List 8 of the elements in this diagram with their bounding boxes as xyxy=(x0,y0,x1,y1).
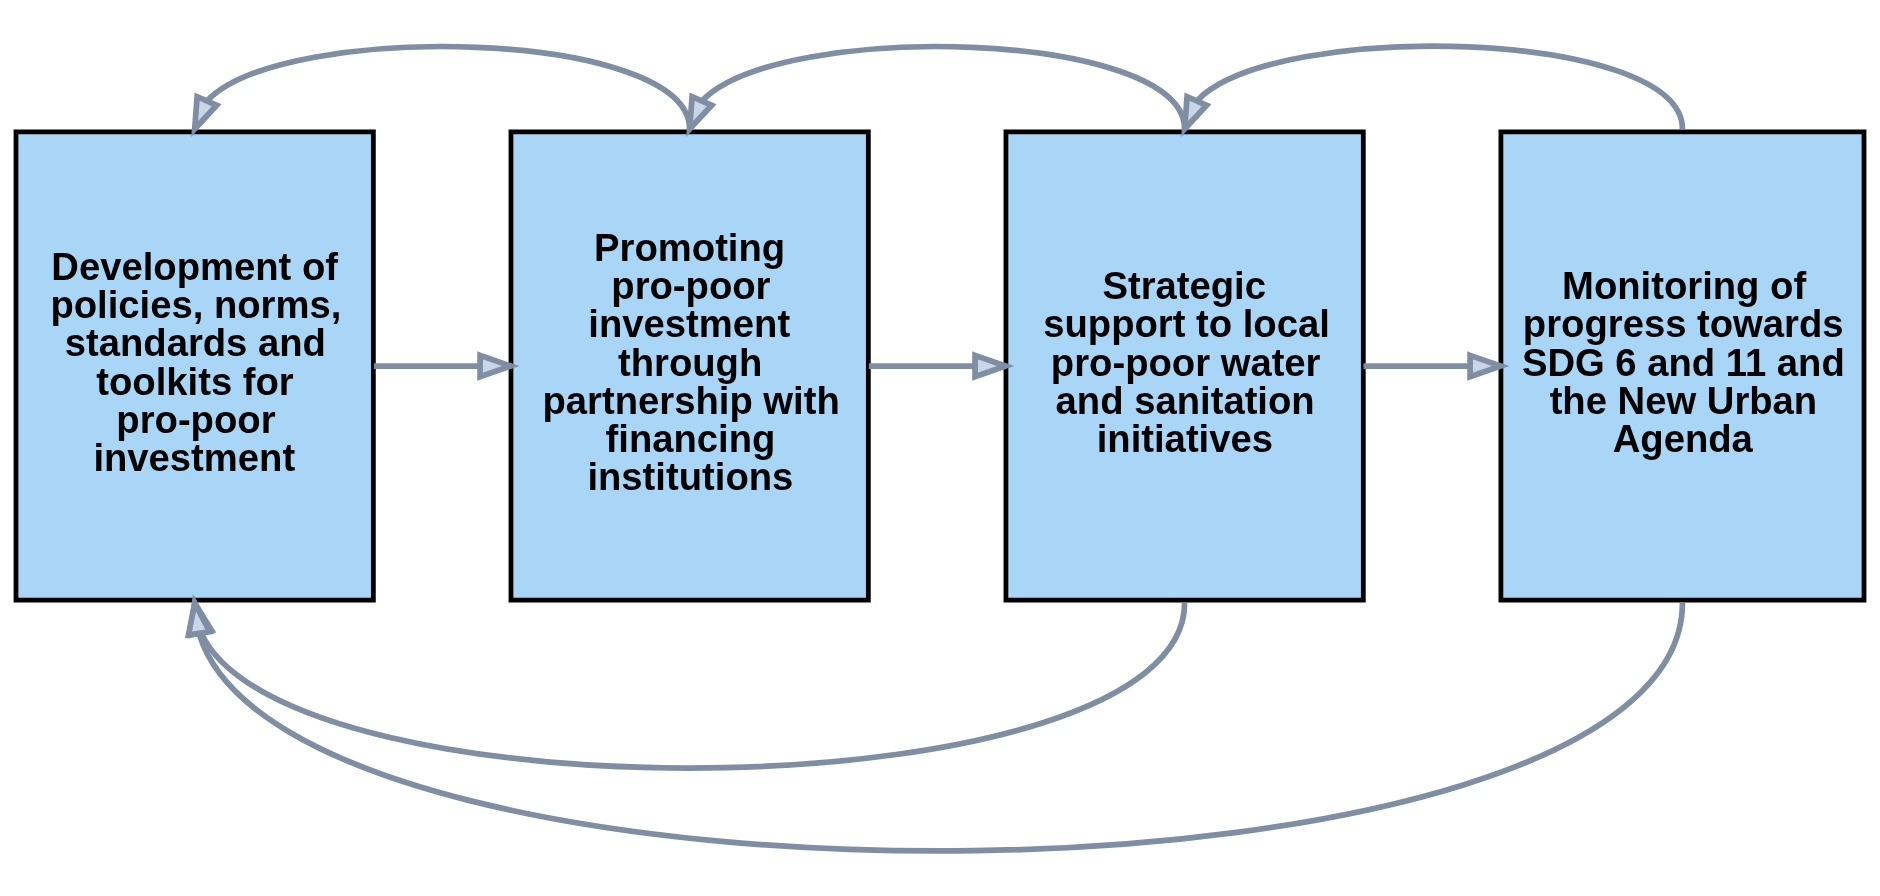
arrow xyxy=(868,350,1015,381)
arrow xyxy=(373,350,520,381)
node-box: Strategic support to local pro-poor water and sanitation initiatives xyxy=(1003,129,1366,603)
arrow xyxy=(1181,43,1686,137)
node-box: Development of policies, norms, standards and toolkits for pro-poor investment xyxy=(13,129,376,603)
node-box: Monitoring of progress towards SDG 6 and 11 and the New Urban Agenda xyxy=(1498,129,1867,603)
node-box: Promoting pro-poor investment through partnership with financing institutions xyxy=(508,129,871,603)
arrow xyxy=(1363,350,1510,381)
